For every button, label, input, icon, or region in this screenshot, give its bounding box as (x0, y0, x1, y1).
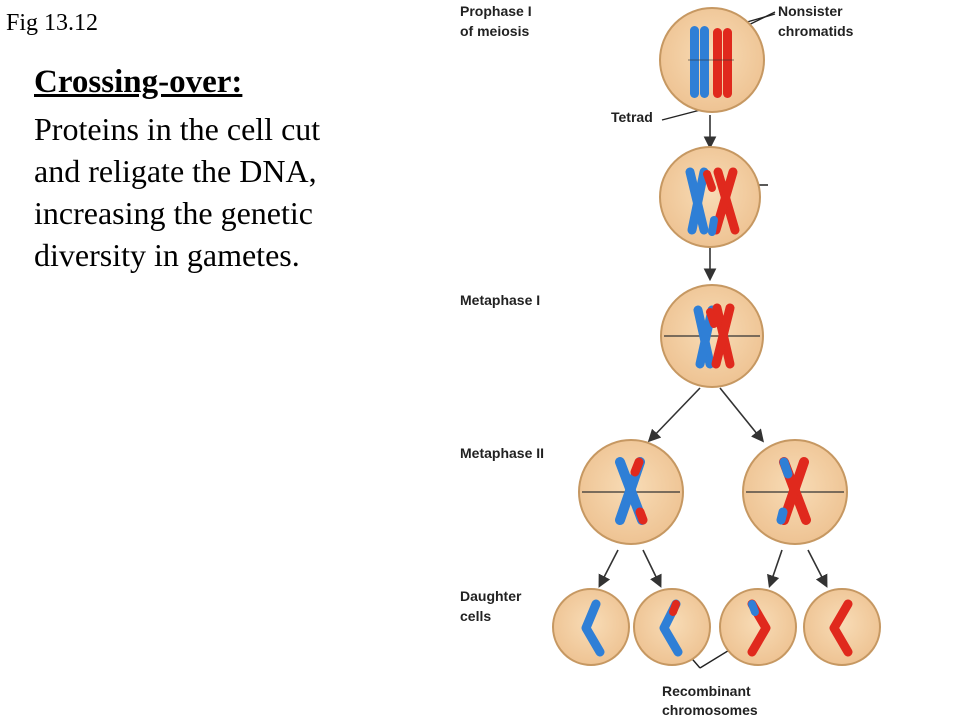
label-recombinant-2: chromosomes (662, 702, 758, 718)
stage-arrows (598, 115, 828, 589)
body-line-3: increasing the genetic (34, 195, 313, 231)
label-recombinant-1: Recombinant (662, 683, 751, 699)
body-line-2: and religate the DNA, (34, 153, 317, 189)
cell-metaphase2-right (742, 439, 848, 545)
body-line-4: diversity in gametes. (34, 237, 300, 273)
figure-label: Fig 13.12 (6, 10, 99, 36)
label-daughter-2: cells (460, 608, 491, 624)
daughter-cell-2 (633, 588, 711, 666)
label-nonsister-1: Nonsister (778, 3, 843, 19)
cell-metaphase1 (660, 284, 764, 388)
heading: Crossing-over: (34, 64, 243, 100)
daughter-cell-1 (552, 588, 630, 666)
body-text: Proteins in the cell cut and religate th… (34, 108, 434, 276)
cell-metaphase2-left (578, 439, 684, 545)
cell-prophase (659, 7, 765, 113)
label-nonsister-2: chromatids (778, 23, 854, 39)
daughter-cell-3 (719, 588, 797, 666)
label-prophase-1: Prophase I (460, 3, 532, 19)
daughter-cell-4 (803, 588, 881, 666)
label-daughter-1: Daughter (460, 588, 522, 604)
body-line-1: Proteins in the cell cut (34, 111, 321, 147)
label-prophase-2: of meiosis (460, 23, 529, 39)
label-metaphase1: Metaphase I (460, 292, 540, 308)
cell-crossover (659, 146, 761, 248)
label-metaphase2: Metaphase II (460, 445, 544, 461)
label-tetrad: Tetrad (611, 109, 653, 125)
